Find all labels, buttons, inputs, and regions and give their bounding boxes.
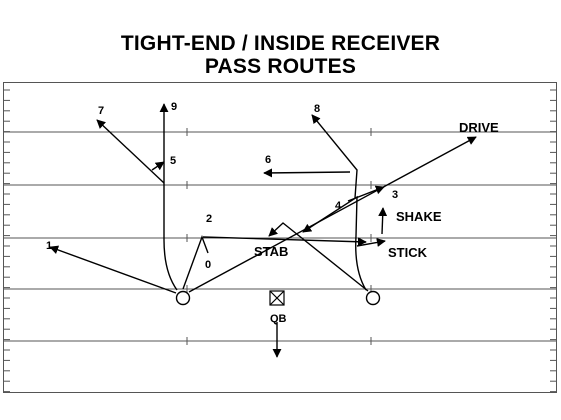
route-number-0: 0: [205, 259, 211, 271]
route-4: [302, 195, 367, 291]
route-1: [49, 245, 177, 294]
diagram-title-line-2: PASS ROUTES: [204, 55, 357, 78]
route-7: [96, 119, 165, 184]
route-2: [202, 236, 367, 247]
route-number-4: 4: [335, 200, 342, 212]
route-number-5: 5: [170, 155, 176, 167]
route-number-8: 8: [314, 103, 320, 115]
route-label-shake: SHAKE: [396, 209, 442, 224]
route-number-7: 7: [98, 105, 104, 117]
route-0: [182, 234, 209, 290]
route-drive: [188, 136, 477, 293]
hash-marks: [3, 89, 557, 393]
route-label-drive: DRIVE: [459, 120, 499, 135]
route-8: [311, 114, 358, 199]
right-receiver: [365, 290, 381, 306]
diagram-title-line-1: TIGHT-END / INSIDE RECEIVER: [120, 32, 441, 55]
qb-label: QB: [270, 313, 287, 325]
left-receiver: [175, 290, 191, 306]
route-label-stick: STICK: [388, 245, 428, 260]
route-9: [159, 103, 178, 291]
route-number-2: 2: [206, 213, 212, 225]
field: [3, 82, 557, 393]
quarterback-marker: [269, 290, 285, 306]
route-number-1: 1: [46, 240, 52, 252]
route-number-3: 3: [392, 189, 398, 201]
route-stick: [356, 237, 386, 247]
route-6: [263, 168, 351, 178]
route-number-9: 9: [171, 101, 177, 113]
route-shake: [378, 207, 388, 235]
route-3: [347, 185, 385, 202]
route-label-stab: STAB: [254, 244, 288, 259]
route-stab: [268, 222, 369, 292]
route-5: [151, 161, 165, 171]
route-number-6: 6: [265, 154, 271, 166]
